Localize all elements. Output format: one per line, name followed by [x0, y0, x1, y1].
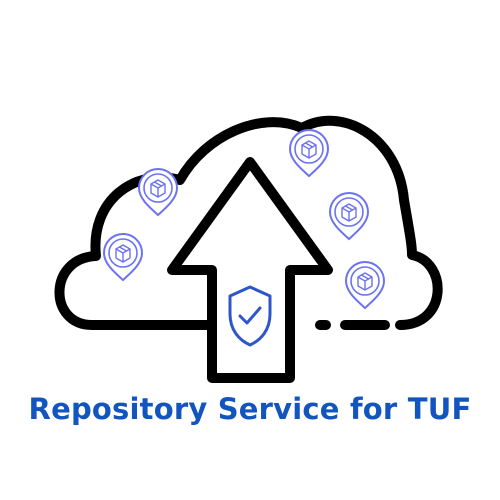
package-pin-icon	[103, 233, 143, 281]
package-pin-icon	[329, 192, 369, 240]
upload-arrow-icon	[167, 157, 333, 383]
caption-title: Repository Service for TUF	[28, 392, 472, 426]
package-pin-icon	[345, 261, 385, 309]
cloud-outline-icon	[54, 115, 443, 330]
shield-check-icon	[228, 285, 272, 347]
package-pin-icon	[138, 168, 178, 216]
package-pin-icon	[289, 129, 329, 177]
